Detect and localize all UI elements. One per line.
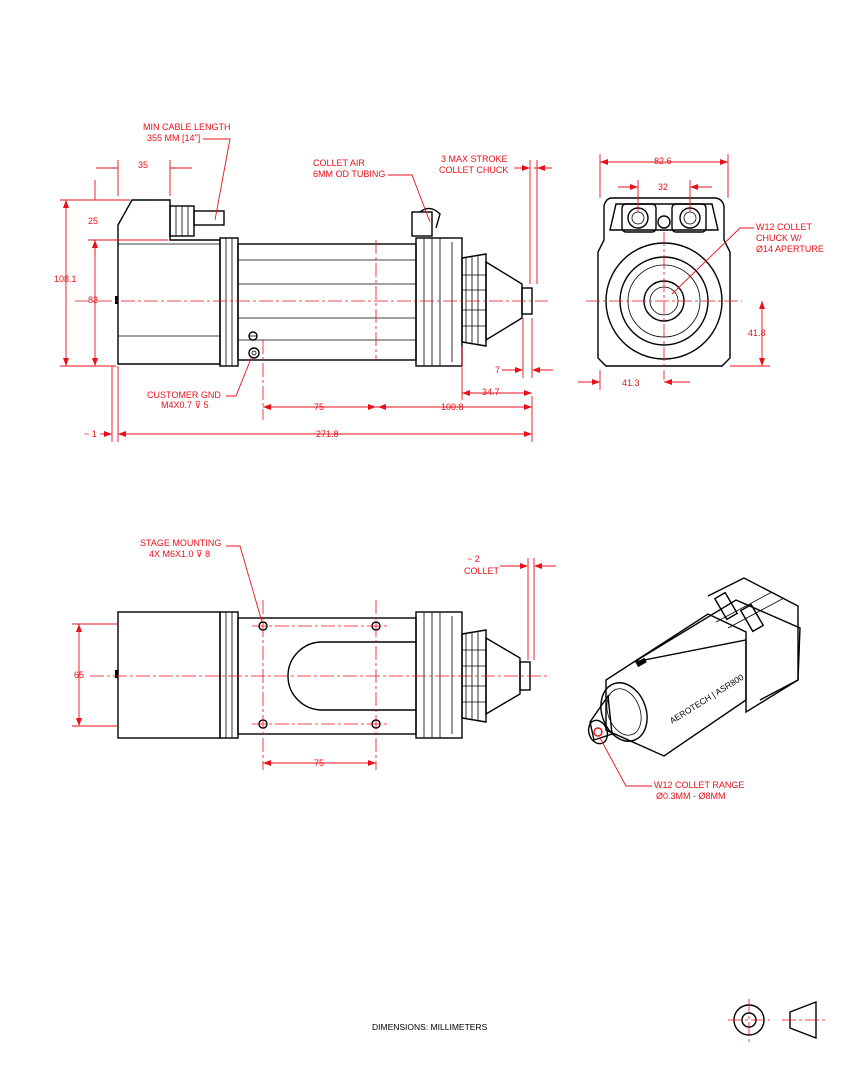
dim-cable-width: 35 [138, 160, 148, 170]
callout-range-line1: W12 COLLET RANGE [654, 780, 744, 790]
dim-port-spacing: 32 [658, 182, 668, 192]
dim-collet-gap: ~ 2 [467, 554, 480, 564]
dim-nose-length: 34.7 [482, 387, 500, 397]
callout-cable-line1: MIN CABLE LENGTH [143, 122, 231, 132]
dim-overall-height: 108.1 [54, 274, 77, 284]
end-view [586, 197, 742, 380]
callout-stroke-line1: 3 MAX STROKE [441, 154, 508, 164]
callout-collet-line2: CHUCK W/ [756, 233, 802, 243]
iso-view: AEROTECH | ASR800 [587, 577, 801, 757]
dim-top-width: 65 [74, 670, 84, 680]
side-view-dimensions: 35 25 108.1 83 MIN CABLE LENGTH 355 MM [… [54, 122, 553, 442]
callout-mount-line1: STAGE MOUNTING [140, 538, 221, 548]
side-view [75, 199, 548, 420]
callout-air-line2: 6MM OD TUBING [313, 169, 385, 179]
top-view-dimensions: STAGE MOUNTING 4X M6X1.0 ⊽ 8 65 75 ~ 2 C… [72, 538, 556, 768]
callout-collet-line3: Ø14 APERTURE [756, 244, 824, 254]
iso-brand: AEROTECH | ASR800 [668, 672, 746, 726]
callout-cable-line2: 355 MM [14"] [147, 133, 200, 143]
iso-view-dimensions: W12 COLLET RANGE Ø0.3MM - Ø8MM [599, 737, 744, 801]
dim-overall-length: 271.8 [316, 429, 339, 439]
end-view-dimensions: 82.6 32 W12 COLLET CHUCK W/ Ø14 APERTURE… [578, 154, 824, 390]
top-view [90, 600, 548, 770]
projection-symbol [728, 999, 826, 1042]
dim-center-width: 41.3 [622, 378, 640, 388]
dim-mount-spacing: 75 [314, 402, 324, 412]
dim-top-height: 25 [88, 216, 98, 226]
dim-top-mount-spacing: 75 [314, 758, 324, 768]
dim-center-height: 41.8 [748, 328, 766, 338]
dim-axis-height: 83 [88, 295, 98, 305]
units-note: DIMENSIONS: MILLIMETERS [372, 1022, 488, 1032]
dim-tail: ~ 1 [84, 429, 97, 439]
callout-air-line1: COLLET AIR [313, 158, 365, 168]
callout-gnd-line2: M4X0.7 ⊽ 5 [161, 400, 209, 410]
callout-collet-label: COLLET [464, 566, 500, 576]
callout-collet-line1: W12 COLLET [756, 222, 813, 232]
dim-end-width: 82.6 [654, 156, 672, 166]
callout-stroke-line2: COLLET CHUCK [439, 165, 508, 175]
callout-mount-line2: 4X M6X1.0 ⊽ 8 [149, 549, 210, 559]
dim-mount-to-end: 100.8 [441, 402, 464, 412]
dim-stroke-width: 7 [495, 365, 500, 375]
callout-gnd-line1: CUSTOMER GND [147, 390, 221, 400]
callout-range-line2: Ø0.3MM - Ø8MM [656, 791, 726, 801]
